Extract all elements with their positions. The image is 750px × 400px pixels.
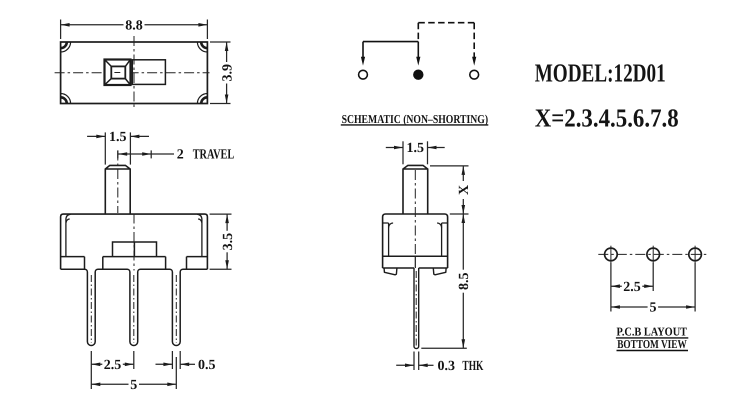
svg-text:P.C.B LAYOUT: P.C.B LAYOUT (617, 325, 688, 339)
svg-text:THK: THK (462, 359, 483, 374)
svg-text:8.8: 8.8 (125, 19, 143, 34)
svg-text:2: 2 (177, 148, 184, 163)
svg-text:8.5: 8.5 (457, 272, 472, 290)
svg-text:2.5: 2.5 (104, 358, 122, 373)
svg-text:MODEL:12D01: MODEL:12D01 (535, 59, 666, 88)
svg-text:1.5: 1.5 (109, 130, 127, 145)
svg-text:5: 5 (130, 378, 137, 393)
svg-text:TRAVEL: TRAVEL (193, 148, 235, 163)
svg-text:0.3: 0.3 (438, 359, 456, 374)
svg-text:3.9: 3.9 (220, 64, 235, 82)
svg-text:SCHEMATIC (NON–SHORTING): SCHEMATIC (NON–SHORTING) (342, 112, 489, 126)
svg-text:1.5: 1.5 (407, 141, 425, 156)
svg-text:0.5: 0.5 (198, 358, 216, 373)
svg-text:X: X (457, 185, 472, 195)
svg-text:BOTTOM VIEW: BOTTOM VIEW (617, 337, 687, 351)
svg-text:X=2.3.4.5.6.7.8: X=2.3.4.5.6.7.8 (535, 104, 679, 133)
svg-text:3.5: 3.5 (221, 233, 236, 251)
svg-text:5: 5 (650, 301, 657, 316)
svg-text:2.5: 2.5 (623, 280, 641, 295)
